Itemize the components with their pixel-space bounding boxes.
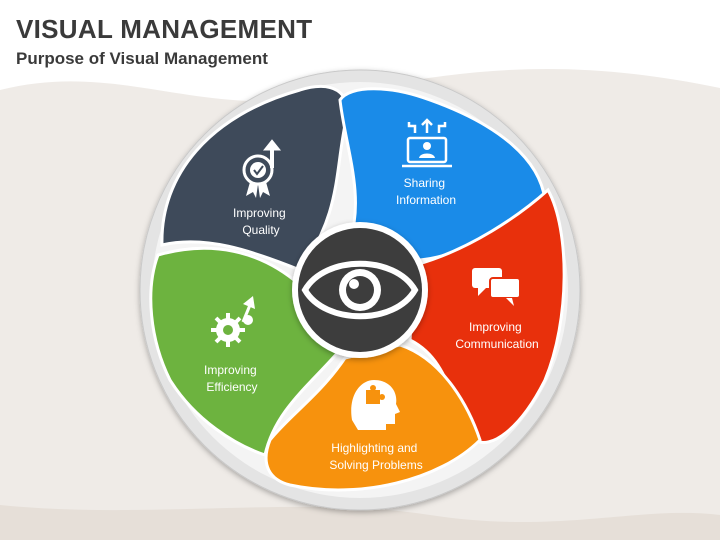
label-quality-line2: Quality: [242, 223, 279, 237]
label-efficiency-line1: Improving: [204, 363, 257, 377]
page-subtitle: Purpose of Visual Management: [16, 49, 268, 68]
label-communication-line1: Improving: [469, 320, 522, 334]
label-efficiency-line2: Efficiency: [206, 380, 257, 394]
gears-arrow-icon: [211, 296, 255, 347]
label-quality: Improving Quality: [233, 206, 289, 237]
quality-badge-icon: [242, 139, 282, 198]
label-problems-line1: Highlighting and: [331, 441, 417, 455]
segment-efficiency-shape: [149, 246, 342, 457]
head-puzzle-icon: [351, 380, 400, 430]
label-sharing-line2: Information: [396, 193, 456, 207]
label-efficiency: Improving Efficiency: [204, 363, 260, 394]
label-communication-line2: Communication: [455, 337, 538, 351]
laptop-share-icon: [402, 118, 452, 168]
label-sharing: Sharing Information: [396, 176, 456, 207]
label-problems: Highlighting and Solving Problems: [329, 441, 422, 472]
page-title: VISUAL MANAGEMENT: [16, 14, 313, 44]
label-communication: Improving Communication: [455, 320, 538, 351]
eye-icon: [301, 260, 419, 320]
segment-quality: [160, 84, 349, 272]
chat-bubbles-icon: [472, 268, 521, 306]
label-sharing-line1: Sharing: [404, 176, 445, 190]
segment-efficiency: [149, 246, 342, 457]
segment-quality-shape: [160, 84, 349, 272]
label-problems-line2: Solving Problems: [329, 458, 422, 472]
label-quality-line1: Improving: [233, 206, 286, 220]
